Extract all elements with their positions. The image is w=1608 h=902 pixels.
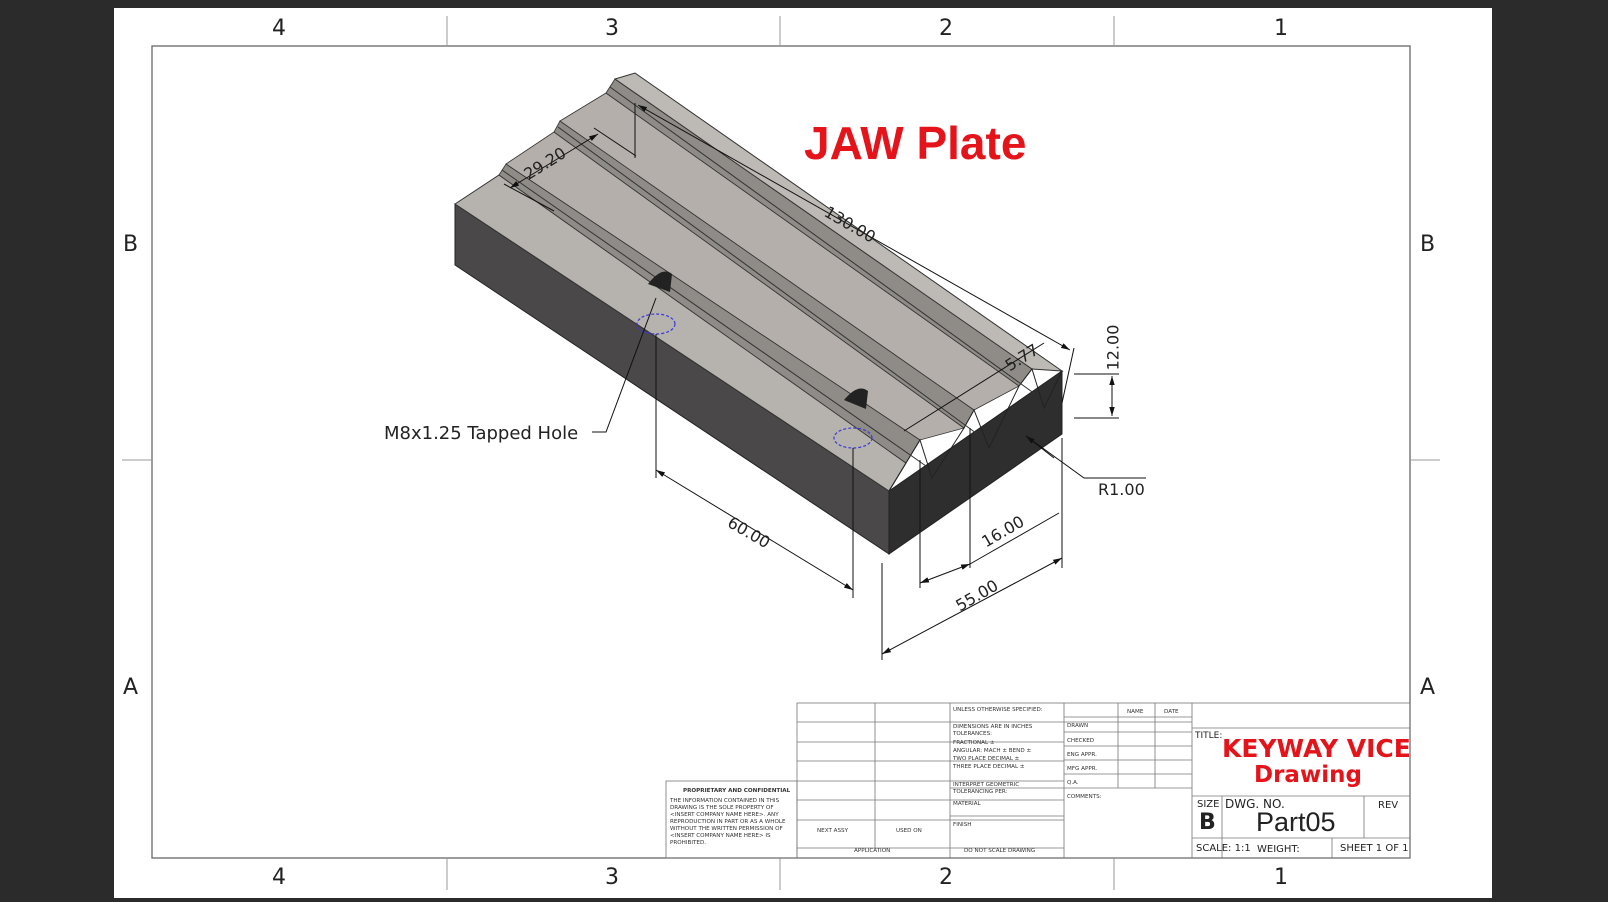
zone-col-1-bottom: 1 (1274, 865, 1288, 890)
tb-angular: ANGULAR: MACH ± BEND ± (953, 748, 1032, 754)
tb-title-label: TITLE: (1195, 731, 1223, 741)
tb-checked: CHECKED (1067, 738, 1095, 744)
zone-col-4-top: 4 (272, 16, 286, 41)
drawing-title: JAW Plate (804, 117, 1027, 169)
tb-do-not-scale: DO NOT SCALE DRAWING (964, 848, 1036, 854)
tb-dims-in: DIMENSIONS ARE IN INCHES (953, 724, 1033, 730)
tb-size-value: B (1199, 810, 1216, 835)
tapped-hole-note: M8x1.25 Tapped Hole (384, 423, 579, 444)
tb-proprietary-line: THE INFORMATION CONTAINED IN THIS (670, 798, 780, 804)
zone-row-b-right: B (1420, 232, 1436, 257)
tb-proprietary-line: WITHOUT THE WRITTEN PERMISSION OF (670, 826, 783, 832)
tb-dwg-no: Part05 (1256, 807, 1336, 837)
tb-next-assy: NEXT ASSY (817, 828, 848, 834)
tb-name-header: NAME (1127, 709, 1144, 715)
zone-col-2-bottom: 2 (939, 865, 953, 890)
zone-col-3-bottom: 3 (605, 865, 619, 890)
tb-proprietary-line: <INSERT COMPANY NAME HERE> IS (670, 833, 771, 839)
tb-proprietary-line: PROHIBITED. (670, 840, 707, 846)
title-block-grid (665, 702, 1411, 859)
tb-comments: COMMENTS: (1067, 794, 1102, 800)
tb-sheet: SHEET 1 OF 1 (1340, 843, 1409, 854)
tb-used-on: USED ON (896, 828, 922, 834)
tb-two-place: TWO PLACE DECIMAL ± (953, 756, 1020, 762)
tb-proprietary-title: PROPRIETARY AND CONFIDENTIAL (683, 788, 791, 794)
dim-height: 12.00 (1103, 324, 1123, 371)
zone-col-3-top: 3 (605, 16, 619, 41)
tb-qa: Q.A. (1067, 780, 1079, 786)
tb-material: MATERIAL (953, 801, 981, 807)
tb-date-header: DATE (1164, 709, 1179, 715)
zone-row-a-right: A (1420, 675, 1436, 700)
tb-fractional: FRACTIONAL ± (953, 740, 995, 746)
tb-rev-label: REV (1378, 800, 1399, 811)
tb-three-place: THREE PLACE DECIMAL ± (953, 764, 1025, 770)
tb-title-line1: KEYWAY VICE (1222, 734, 1411, 763)
tb-weight: WEIGHT: (1257, 844, 1300, 855)
tb-title-line2: Drawing (1254, 762, 1362, 788)
tb-proprietary-line: <INSERT COMPANY NAME HERE>. ANY (670, 812, 779, 818)
zone-col-4-bottom: 4 (272, 865, 286, 890)
tb-eng-appr: ENG APPR. (1067, 752, 1097, 758)
tb-finish: FINISH (953, 822, 972, 828)
tb-scale: SCALE: 1:1 (1196, 843, 1251, 854)
tb-unless: UNLESS OTHERWISE SPECIFIED: (953, 707, 1043, 713)
tb-tolerances: TOLERANCES: (953, 731, 993, 737)
tb-drawn: DRAWN (1067, 723, 1089, 729)
zone-row-a-left: A (123, 675, 139, 700)
dim-radius: R1.00 (1098, 480, 1145, 499)
zone-col-2-top: 2 (939, 16, 953, 41)
dimension-lines (503, 103, 1146, 660)
tb-interpret: INTERPRET GEOMETRIC (953, 782, 1020, 788)
drawing-canvas (122, 16, 1440, 890)
tb-tolerancing: TOLERANCING PER: (953, 789, 1008, 795)
tb-size-label: SIZE (1197, 799, 1220, 810)
tb-proprietary-line: DRAWING IS THE SOLE PROPERTY OF (670, 805, 774, 811)
tb-proprietary-line: REPRODUCTION IN PART OR AS A WHOLE (670, 819, 786, 825)
tb-application: APPLICATION (854, 848, 891, 854)
tb-dwg-no-label: DWG. NO. (1225, 797, 1285, 811)
zone-col-1-top: 1 (1274, 16, 1288, 41)
zone-row-b-left: B (123, 232, 139, 257)
tb-mfg-appr: MFG APPR. (1067, 766, 1098, 772)
drawing-sheet: 4 3 2 1 4 3 2 1 B A B A JAW Plate 29.20 … (114, 8, 1492, 898)
